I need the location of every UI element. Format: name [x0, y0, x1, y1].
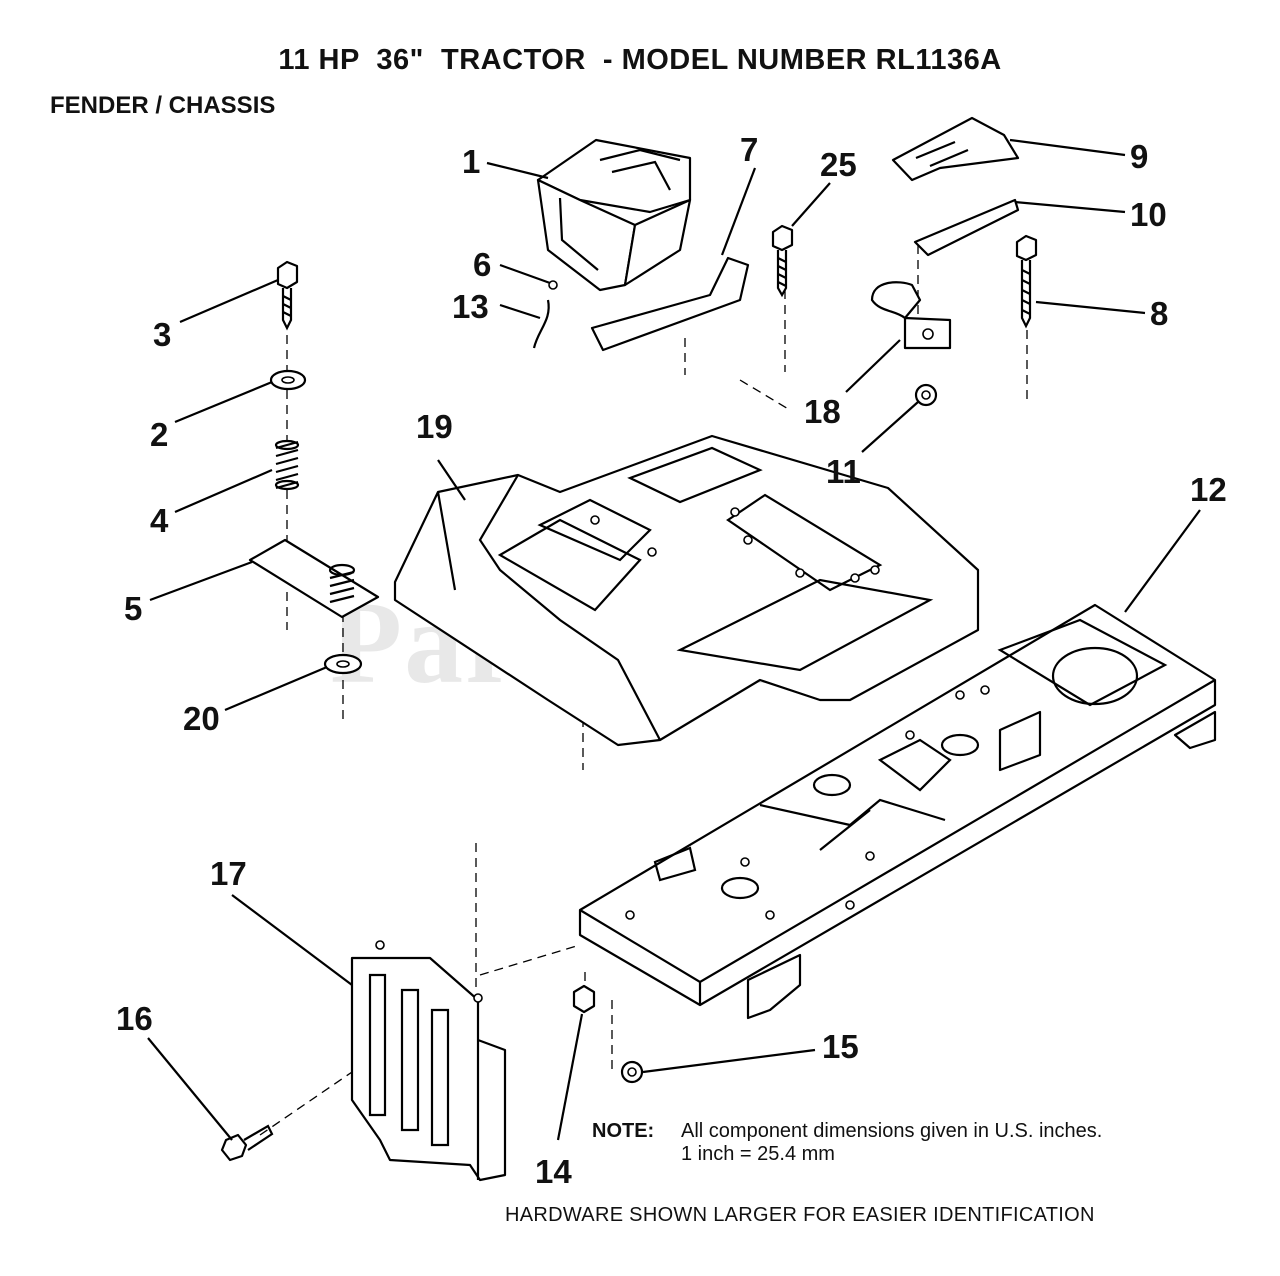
- bracket-9-part: [891, 116, 1020, 182]
- section-title: FENDER / CHASSIS: [50, 92, 276, 119]
- callout-25: 25: [820, 146, 857, 183]
- nut-15-part: [620, 1060, 644, 1084]
- callout-20: 20: [183, 700, 220, 737]
- decal-part: [590, 256, 750, 352]
- bolt-25-part: [771, 224, 794, 298]
- seat-box-part: [536, 138, 692, 292]
- callout-18: 18: [804, 393, 841, 430]
- callout-10: 10: [1130, 196, 1167, 233]
- callout-16: 16: [116, 1000, 153, 1037]
- callout-11: 11: [826, 453, 861, 490]
- assembly-guides: [259, 245, 1028, 1136]
- callout-13: 13: [452, 288, 489, 325]
- callout-12: 12: [1190, 471, 1227, 508]
- bracket-10-part: [913, 198, 1020, 257]
- spring-plate-part: [248, 538, 380, 619]
- footer-note: HARDWARE SHOWN LARGER FOR EASIER IDENTIF…: [505, 1204, 1095, 1226]
- callout-15: 15: [822, 1028, 859, 1065]
- leader-lines: [147, 138, 1201, 1141]
- bolt-16-part: [220, 1124, 274, 1162]
- nut-11-part: [914, 383, 938, 407]
- washer-20-part: [323, 653, 363, 675]
- spring-4-part: [274, 439, 300, 491]
- callout-2: 2: [150, 416, 169, 453]
- callout-1: 1: [462, 143, 481, 180]
- callout-19: 19: [416, 408, 453, 445]
- note-line-2: 1 inch = 25.4 mm: [681, 1143, 835, 1165]
- note-label: NOTE:: [592, 1120, 655, 1142]
- rear-bracket-part: [350, 940, 507, 1182]
- bolt-3-part: [276, 260, 299, 331]
- clamp-part: [870, 281, 952, 350]
- callout-6: 6: [473, 246, 492, 283]
- callout-7: 7: [740, 131, 759, 168]
- callout-9: 9: [1130, 138, 1149, 175]
- washer-2-part: [269, 369, 307, 391]
- callout-17: 17: [210, 855, 247, 892]
- callout-3: 3: [153, 316, 172, 353]
- callout-14: 14: [535, 1153, 572, 1190]
- callout-8: 8: [1150, 295, 1169, 332]
- wire-pin-part: [532, 280, 558, 349]
- nut-14-part: [572, 984, 596, 1014]
- fender-part: [393, 434, 980, 747]
- bolt-8-part: [1015, 234, 1038, 329]
- callout-4: 4: [150, 502, 169, 539]
- callout-5: 5: [124, 590, 143, 627]
- chassis-frame-part: [578, 603, 1217, 1020]
- note-line-1: All component dimensions given in U.S. i…: [681, 1120, 1103, 1142]
- diagram-title: 11 HP 36" TRACTOR - MODEL NUMBER RL1136A: [278, 44, 1002, 76]
